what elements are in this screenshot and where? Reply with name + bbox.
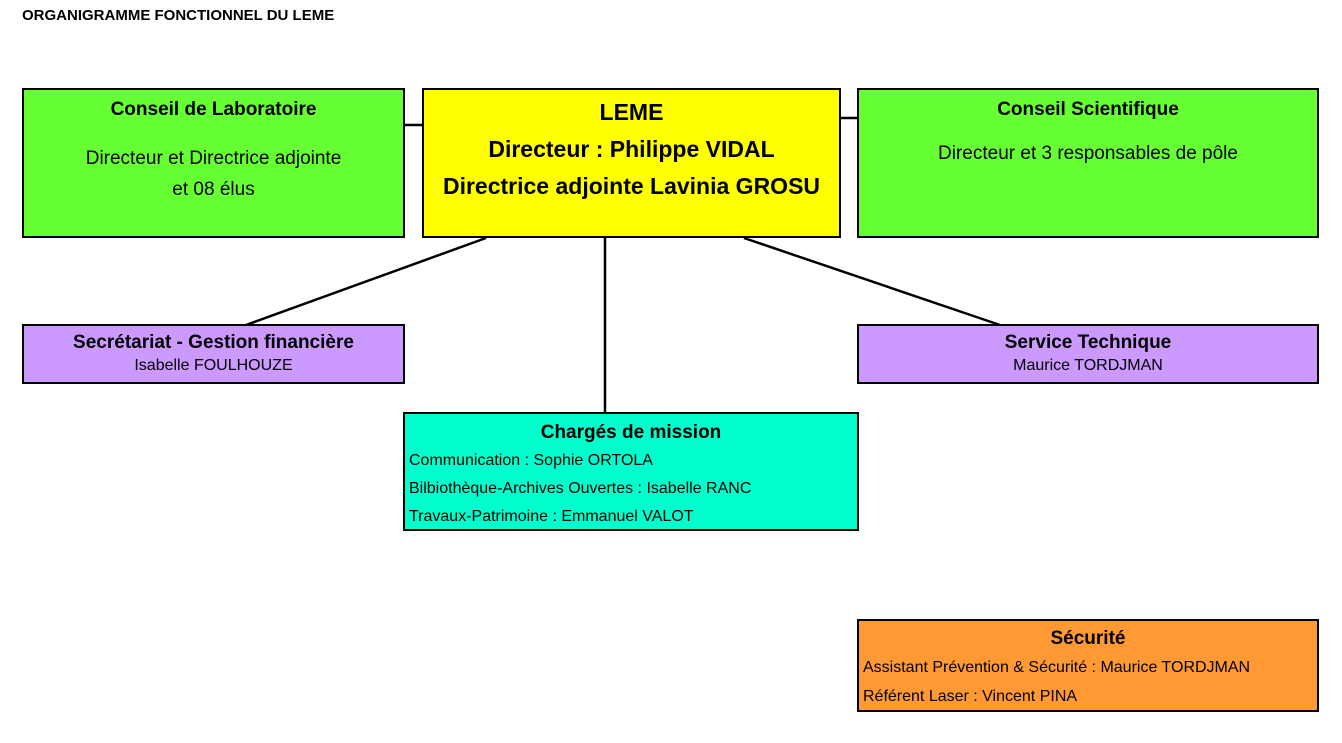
- secretariat-heading: Secrétariat - Gestion financière: [73, 332, 354, 353]
- connector-secretariat: [245, 236, 487, 327]
- deputy-director-line: Directrice adjointe Lavinia GROSU: [442, 173, 821, 199]
- connector-service-technique: [743, 236, 1001, 327]
- director-line: Directeur : Philippe VIDAL: [488, 136, 775, 162]
- securite-row: Assistant Prévention & Sécurité : Mauric…: [863, 659, 1251, 676]
- securite-heading: Sécurité: [1050, 628, 1126, 649]
- securite-box: Sécurité Assistant Prévention & Sécurité…: [857, 619, 1319, 712]
- charges-mission-heading: Chargés de mission: [540, 422, 722, 443]
- charges-mission-box: Chargés de mission Communication : Sophi…: [403, 412, 859, 531]
- direction-box: LEME Directeur : Philippe VIDAL Directri…: [422, 88, 841, 238]
- conseil-laboratoire-box: Conseil de Laboratoire Directeur et Dire…: [22, 88, 405, 238]
- conseil-laboratoire-line: et 08 élus: [172, 179, 255, 200]
- mission-row: Travaux-Patrimoine : Emmanuel VALOT: [409, 508, 694, 525]
- conseil-scientifique-heading: Conseil Scientifique: [997, 99, 1179, 120]
- conseil-laboratoire-heading: Conseil de Laboratoire: [110, 99, 317, 120]
- secretariat-box: Secrétariat - Gestion financière Isabell…: [22, 324, 405, 384]
- mission-row: Communication : Sophie ORTOLA: [409, 452, 653, 469]
- secretariat-person: Isabelle FOULHOUZE: [134, 357, 293, 374]
- service-technique-person: Maurice TORDJMAN: [1013, 357, 1163, 374]
- page-title: ORGANIGRAMME FONCTIONNEL DU LEME: [22, 7, 335, 24]
- service-technique-heading: Service Technique: [1004, 332, 1172, 353]
- conseil-scientifique-box: Conseil Scientifique Directeur et 3 resp…: [857, 88, 1319, 238]
- service-technique-box: Service Technique Maurice TORDJMAN: [857, 324, 1319, 384]
- conseil-scientifique-line: Directeur et 3 responsables de pôle: [938, 143, 1238, 164]
- lab-name: LEME: [599, 99, 664, 125]
- mission-row: Bilbiothèque-Archives Ouvertes : Isabell…: [409, 480, 752, 497]
- securite-row: Référent Laser : Vincent PINA: [863, 688, 1078, 705]
- conseil-laboratoire-line: Directeur et Directrice adjointe: [85, 148, 342, 169]
